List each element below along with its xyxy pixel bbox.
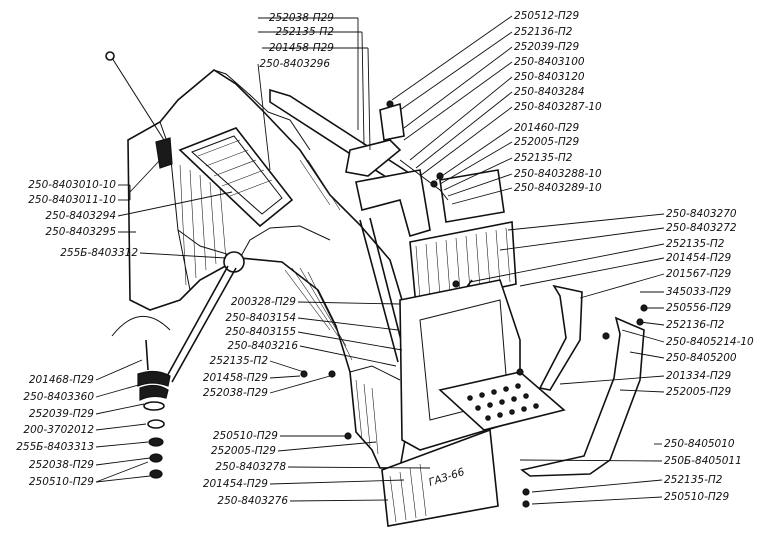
label-250-8403294: 250-8403294 [45,210,116,222]
label-250510-p29-bottom: 250510-П29 [213,430,278,442]
label-250-8403272: 250-8403272 [666,222,737,234]
label-250-8403278: 250-8403278 [215,461,286,473]
label-250-8403011-10: 250-8403011-10 [28,194,116,206]
label-250-8403284: 250-8403284 [514,86,585,98]
labels-bottom-center: 250510-П29 252005-П29 250-8403278 201454… [203,430,288,507]
label-252135-p2-top: 252135-П2 [276,26,335,38]
label-252005-p29-right: 252005-П29 [666,386,731,398]
label-250-8403296: 250-8403296 [259,58,330,70]
tread-holes [467,383,539,421]
label-252136-p2-right: 252136-П2 [666,319,725,331]
label-250510-p29-bottomright: 250510-П29 [664,491,729,503]
label-252039-p29-top: 252039-П29 [514,41,579,53]
labels-center: 200328-П29 250-8403154 250-8403155 250-8… [203,296,298,399]
label-255b-8403313: 255Б-8403313 [16,441,94,453]
label-252135-p2-bottom: 252135-П2 [664,474,723,486]
labels-right-middle: 250-8403270 250-8403272 252135-П2 201454… [666,208,754,398]
labels-bottom-right: 250-8405010 250Б-8405011 252135-П2 25051… [664,438,742,503]
label-252005-p29-top: 252005-П29 [514,136,579,148]
label-252135-p2-center: 252135-П2 [210,355,269,367]
label-201454-p29-bottom: 201454-П29 [203,478,268,490]
label-201334-p29: 201334-П29 [666,370,731,382]
label-200328-p29: 200328-П29 [231,296,296,308]
mudflap: ГАЗ-66 [381,428,499,527]
bracket-assembly [269,88,505,363]
label-252038-p29-left: 252038-П29 [29,459,94,471]
label-250-8403289-10: 250-8403289-10 [514,182,602,194]
label-250556-p29: 250556-П29 [666,302,731,314]
label-250-8405214-10: 250-8405214-10 [666,336,754,348]
label-250-8403270: 250-8403270 [666,208,737,220]
labels-left-upper: 250-8403010-10 250-8403011-10 250-840329… [28,179,138,259]
label-250512-p29: 250512-П29 [514,10,579,22]
label-250b-8405011: 250Б-8405011 [664,455,742,467]
labels-top-right: 250512-П29 252136-П2 252039-П29 250-8403… [514,10,602,194]
label-252038-p29-center: 252038-П29 [203,387,268,399]
label-252136-p2-top: 252136-П2 [514,26,573,38]
label-252005-p29-bottom: 252005-П29 [211,445,276,457]
label-201458-p29-top: 201458-П29 [269,42,334,54]
fender-assembly [105,51,406,469]
labels-left-lower: 201468-П29 250-8403360 252039-П29 200-37… [16,374,94,488]
label-201468-p29: 201468-П29 [29,374,94,386]
label-201460-p29: 201460-П29 [514,122,579,134]
label-250510-p29-left: 250510-П29 [29,476,94,488]
label-252135-p2-right: 252135-П2 [666,238,725,250]
label-250-8403120: 250-8403120 [514,71,585,83]
label-200-3702012: 200-3702012 [23,424,94,436]
label-252038-p29-top: 252038-П29 [269,12,334,24]
lever-assembly [111,251,245,479]
label-201567-p29: 201567-П29 [666,268,731,280]
label-250-8403288-10: 250-8403288-10 [514,168,602,180]
label-252039-p29-left: 252039-П29 [29,408,94,420]
label-250-8403276: 250-8403276 [217,495,288,507]
label-250-8403287-10: 250-8403287-10 [514,101,602,113]
leader-lines [95,15,665,505]
label-250-8403100: 250-8403100 [514,56,585,68]
label-250-8405010: 250-8405010 [664,438,735,450]
label-252135-p2-topright: 252135-П2 [514,152,573,164]
label-345033-p29: 345033-П29 [666,286,731,298]
label-250-8403010-10: 250-8403010-10 [28,179,116,191]
label-250-8403360: 250-8403360 [23,391,94,403]
label-201458-p29-center: 201458-П29 [203,372,268,384]
label-250-8403154: 250-8403154 [225,312,296,324]
label-250-8403216: 250-8403216 [227,340,298,352]
label-250-8403295: 250-8403295 [45,226,116,238]
label-255b-8403312: 255Б-8403312 [60,247,138,259]
label-250-8403155: 250-8403155 [225,326,296,338]
label-201454-p29-right: 201454-П29 [666,252,731,264]
labels-top-center: 252038-П29 252135-П2 201458-П29 250-8403… [259,12,334,70]
label-250-8405200: 250-8405200 [666,352,737,364]
fasteners [300,100,648,508]
step-assembly [399,279,645,477]
